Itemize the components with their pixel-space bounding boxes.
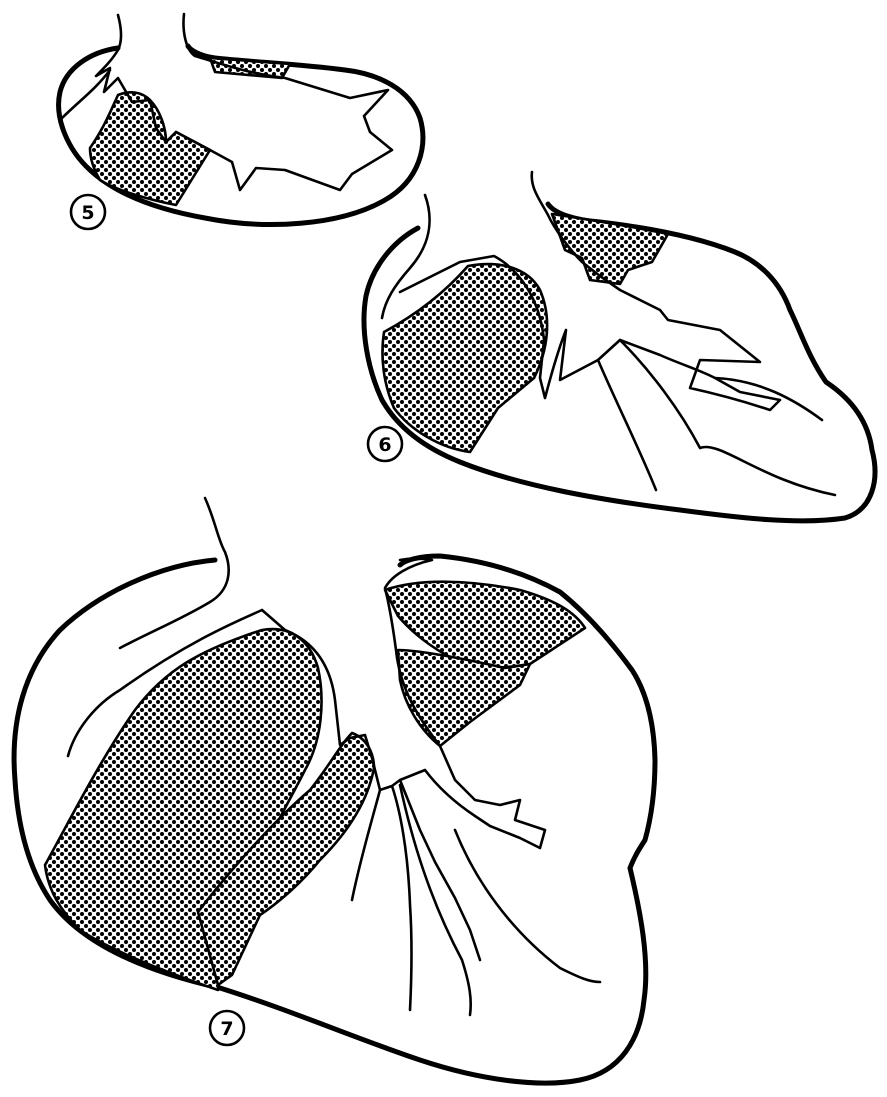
figure-5-number-label: 5 [71, 195, 105, 229]
figure-6-number-label: 6 [368, 427, 402, 461]
figure-7-number-text: 7 [220, 1018, 233, 1040]
figure-7-number-label: 7 [210, 1011, 244, 1045]
figure-7: 7 [14, 498, 655, 1083]
figure-5: 5 [59, 14, 423, 229]
figure-6-number-text: 6 [378, 434, 391, 456]
figure-5-number-text: 5 [81, 202, 94, 224]
figure-6: 6 [364, 172, 875, 521]
